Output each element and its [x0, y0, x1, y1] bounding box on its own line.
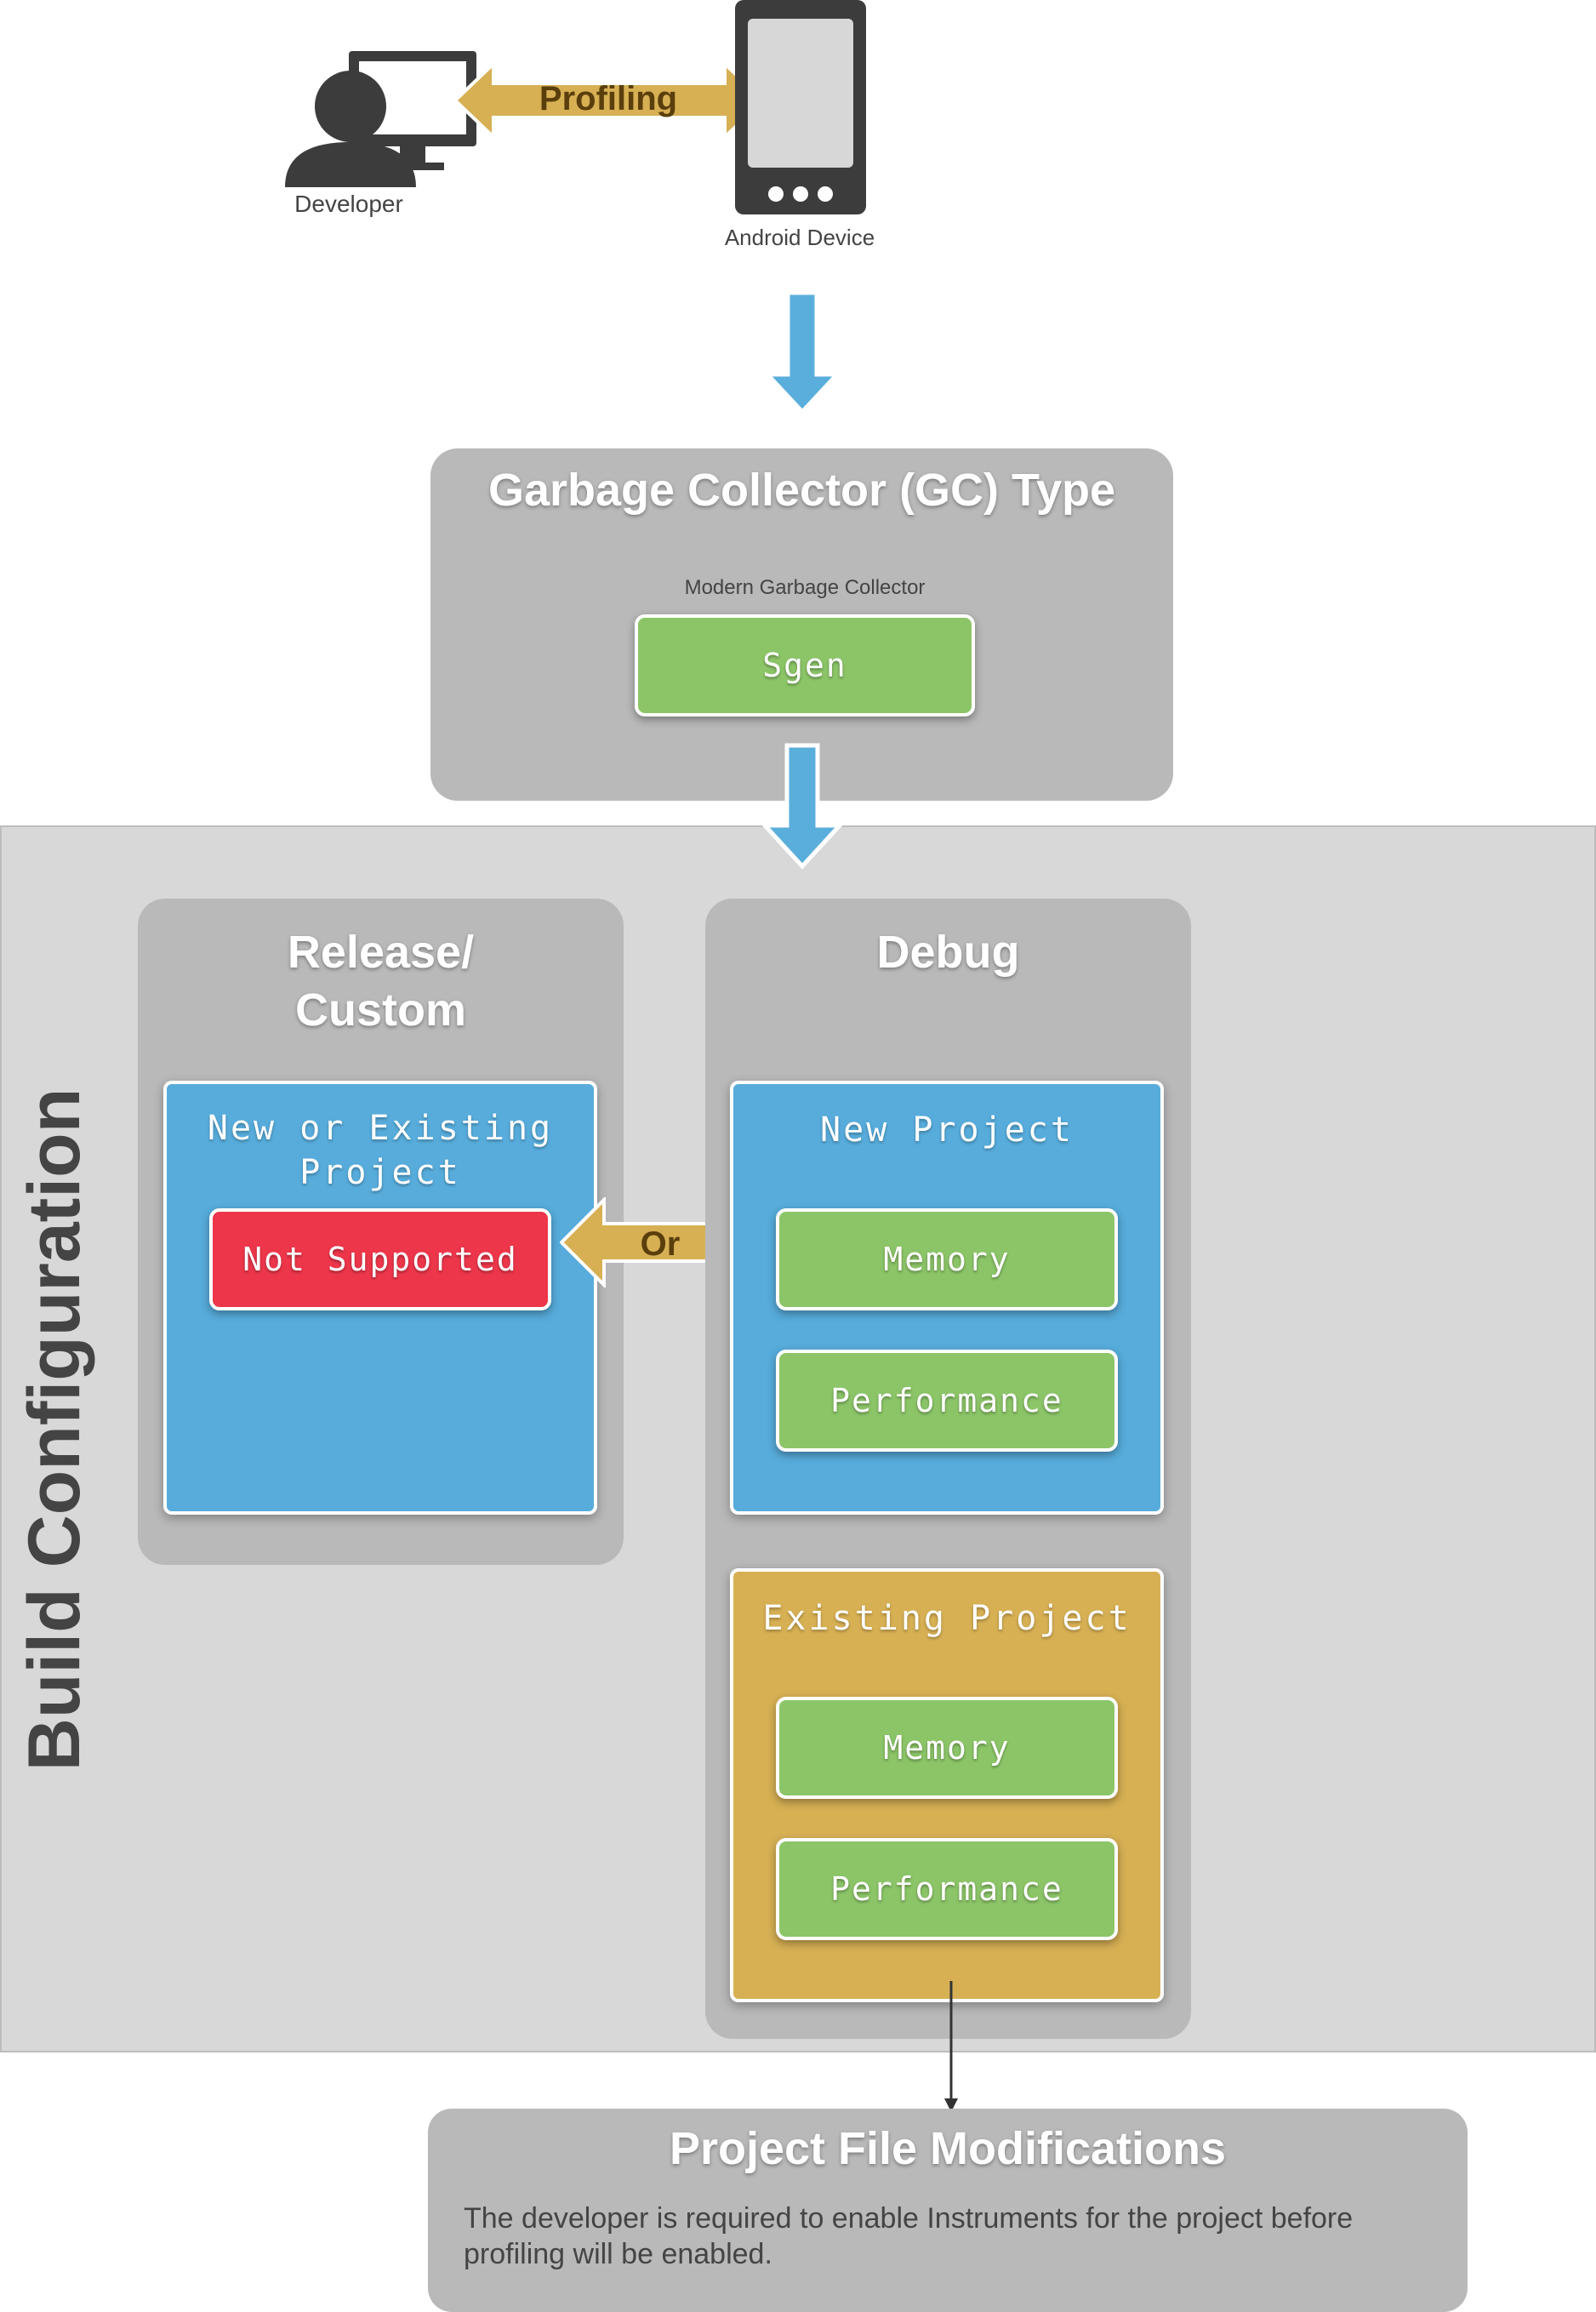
developer-label: Developer — [294, 191, 403, 217]
or-label: Or — [640, 1225, 681, 1263]
profiling-double-arrow — [455, 62, 763, 139]
project-file-modifications-panel — [428, 2109, 1468, 2312]
modifications-title: Project File Modifications — [669, 2123, 1227, 2174]
flow-arrow-down-icon — [764, 290, 841, 415]
connector-arrow-icon — [944, 1981, 958, 2112]
build-configuration-title: Build Configuration — [14, 1087, 95, 1772]
existing-project-title: Existing Project — [762, 1599, 1131, 1638]
not-supported-badge: Not Supported — [209, 1208, 551, 1310]
release-custom-title-line1: Release/ — [287, 927, 475, 978]
profiling-label: Profiling — [539, 80, 678, 117]
sgen-button[interactable]: Sgen — [635, 614, 975, 716]
existing-project-performance-button[interactable]: Performance — [776, 1838, 1118, 1940]
gc-type-subtitle: Modern Garbage Collector — [684, 576, 926, 599]
release-custom-title-line2: Custom — [295, 985, 466, 1036]
device-label: Android Device — [724, 225, 875, 250]
flow-arrow-down-icon-2 — [761, 743, 843, 870]
android-device-icon — [735, 0, 866, 214]
modifications-body: The developer is required to enable Inst… — [464, 2202, 1354, 2270]
developer-computer-icon — [285, 51, 476, 187]
release-card-title-line2: Project — [299, 1153, 461, 1192]
new-project-memory-button[interactable]: Memory — [776, 1208, 1118, 1310]
existing-project-memory-button[interactable]: Memory — [776, 1697, 1118, 1799]
gc-type-title: Garbage Collector (GC) Type — [487, 465, 1116, 516]
release-card-title-line1: New or Existing — [207, 1109, 554, 1148]
debug-title: Debug — [876, 927, 1020, 978]
new-project-performance-button[interactable]: Performance — [776, 1350, 1118, 1452]
new-project-title: New Project — [820, 1110, 1074, 1150]
